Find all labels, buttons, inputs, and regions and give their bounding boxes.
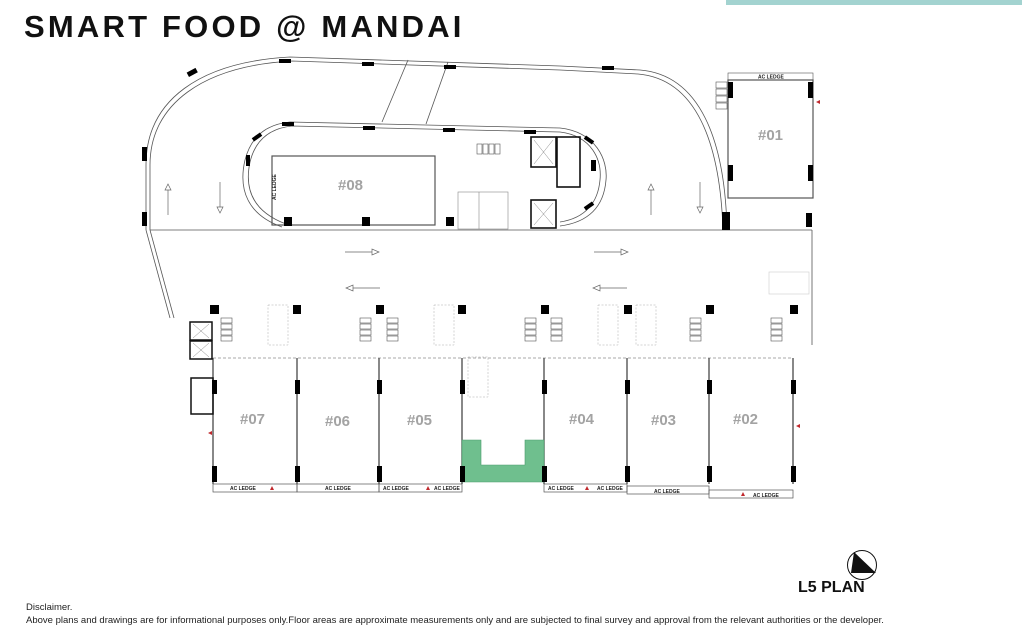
svg-text:AC LEDGE: AC LEDGE <box>548 486 575 492</box>
svg-text:AC LEDGE: AC LEDGE <box>434 486 461 492</box>
svg-text:AC LEDGE: AC LEDGE <box>272 174 278 201</box>
svg-text:#03: #03 <box>651 412 676 429</box>
landscape-area <box>461 439 545 483</box>
page-title: SMART FOOD @ MANDAI <box>24 9 465 44</box>
svg-text:AC LEDGE: AC LEDGE <box>230 486 257 492</box>
unit-08 <box>271 155 436 226</box>
svg-text:#02: #02 <box>733 411 758 428</box>
svg-text:#06: #06 <box>325 413 350 430</box>
svg-text:AC LEDGE: AC LEDGE <box>383 486 410 492</box>
svg-text:#01: #01 <box>758 127 783 144</box>
svg-text:AC LEDGE: AC LEDGE <box>753 493 780 499</box>
unit-01 <box>727 72 814 199</box>
svg-text:AC LEDGE: AC LEDGE <box>654 489 681 495</box>
svg-text:AC LEDGE: AC LEDGE <box>597 486 624 492</box>
disclaimer-text: Above plans and drawings are for informa… <box>26 614 884 626</box>
svg-text:#05: #05 <box>407 412 432 429</box>
plan-level-label: L5 PLAN <box>798 579 865 596</box>
svg-text:#07: #07 <box>240 411 265 428</box>
svg-text:#04: #04 <box>569 411 595 428</box>
disclaimer: Disclaimer. Above plans and drawings are… <box>26 602 884 627</box>
svg-text:AC LEDGE: AC LEDGE <box>758 75 785 81</box>
svg-text:#08: #08 <box>338 177 363 194</box>
header-accent-bar <box>726 0 1022 5</box>
svg-text:AC LEDGE: AC LEDGE <box>325 486 352 492</box>
north-arrow-icon <box>847 550 877 580</box>
disclaimer-title: Disclaimer. <box>26 602 73 613</box>
